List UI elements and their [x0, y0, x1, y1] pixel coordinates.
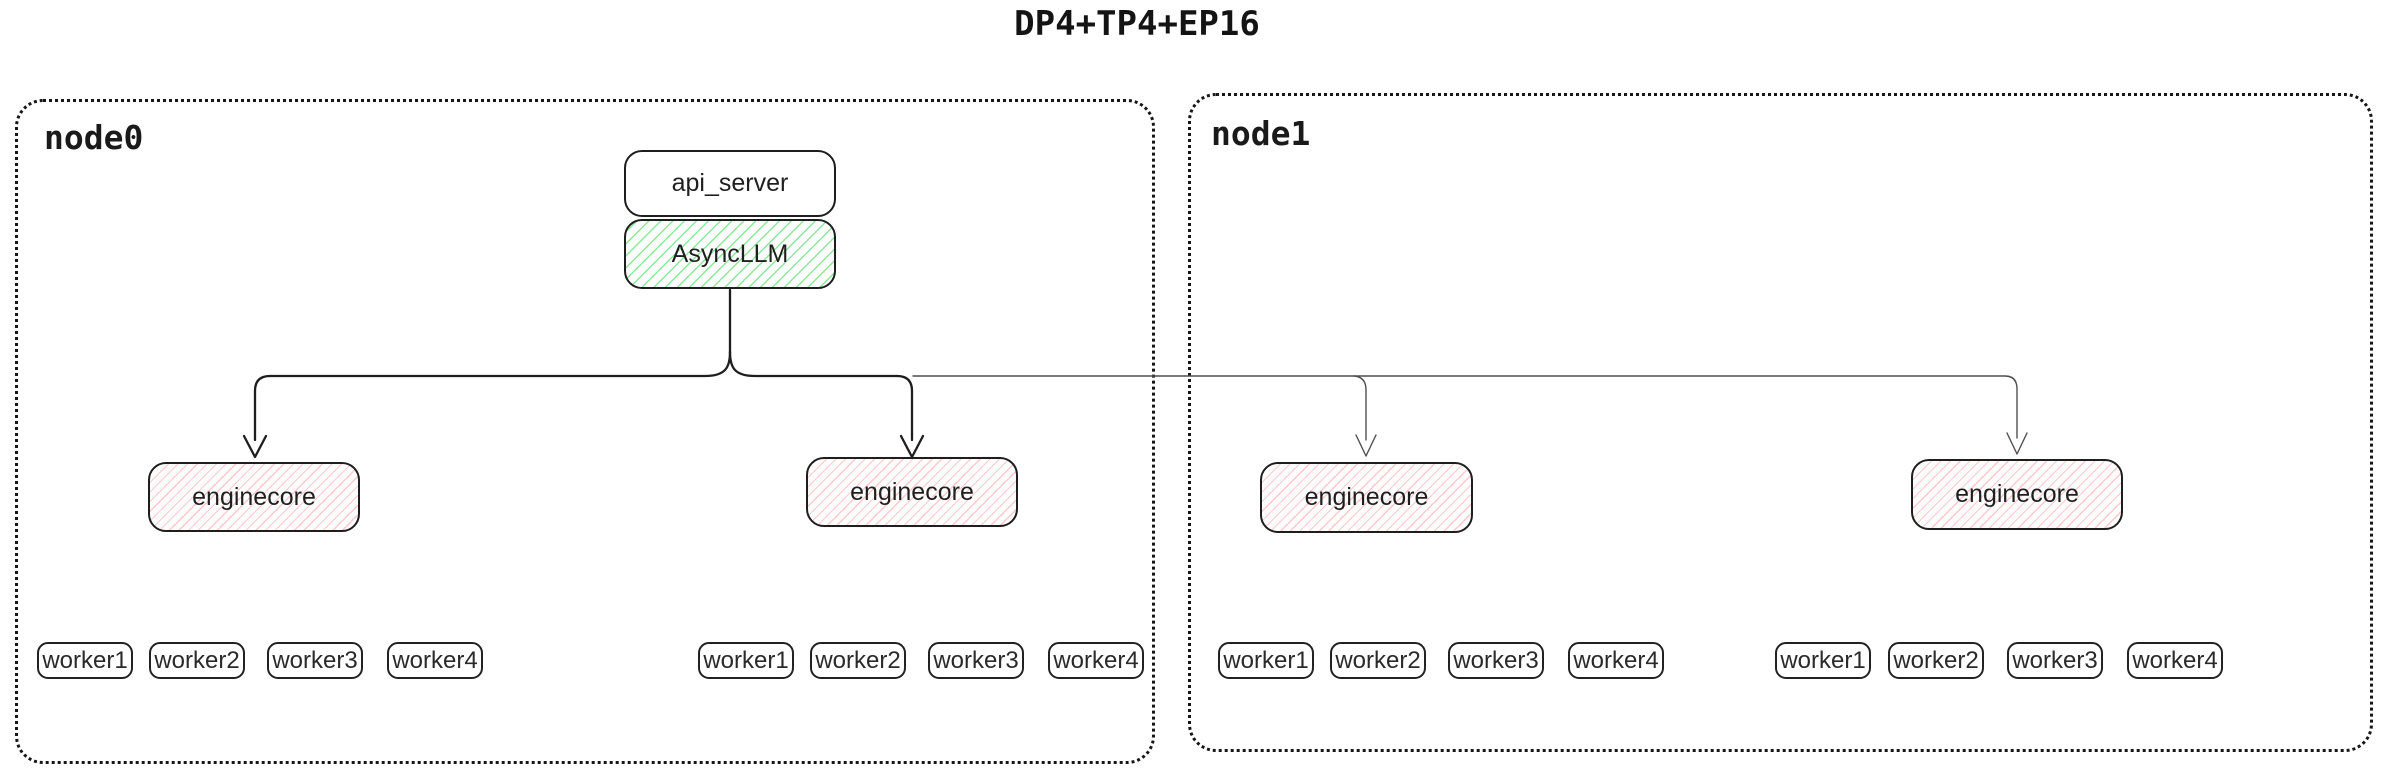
node1-label: node1 — [1211, 114, 1311, 153]
worker-box: worker2 — [1330, 642, 1426, 679]
diagram-title: DP4+TP4+EP16 — [1014, 4, 1260, 44]
worker-box: worker2 — [810, 642, 906, 679]
worker-box: worker2 — [1888, 642, 1984, 679]
worker-box: worker4 — [2127, 642, 2223, 679]
asyncllm-label: AsyncLLM — [671, 239, 789, 268]
enginecore-box-3: enginecore — [1260, 462, 1473, 533]
enginecore-box-4: enginecore — [1911, 459, 2123, 530]
enginecore-box-2: enginecore — [806, 457, 1018, 527]
enginecore-label: enginecore — [1304, 483, 1429, 511]
worker-box: worker3 — [928, 642, 1024, 679]
node0-label: node0 — [44, 118, 144, 157]
worker-box: worker3 — [267, 642, 363, 679]
enginecore-label: enginecore — [192, 482, 316, 511]
enginecore-label: enginecore — [1955, 480, 2079, 508]
api-server-label: api_server — [671, 169, 789, 197]
enginecore-label: enginecore — [850, 477, 974, 506]
worker-box: worker2 — [149, 642, 245, 679]
worker-box: worker4 — [387, 642, 483, 679]
worker-box: worker1 — [1218, 642, 1314, 679]
worker-box: worker3 — [2007, 642, 2103, 679]
worker-box: worker4 — [1048, 642, 1144, 679]
worker-box: worker3 — [1448, 642, 1544, 679]
worker-box: worker4 — [1568, 642, 1664, 679]
worker-box: worker1 — [698, 642, 794, 679]
enginecore-box-1: enginecore — [148, 462, 360, 532]
worker-box: worker1 — [1775, 642, 1871, 679]
worker-box: worker1 — [37, 642, 133, 679]
api-server-box: api_server — [624, 150, 836, 217]
asyncllm-box: AsyncLLM — [624, 219, 836, 289]
